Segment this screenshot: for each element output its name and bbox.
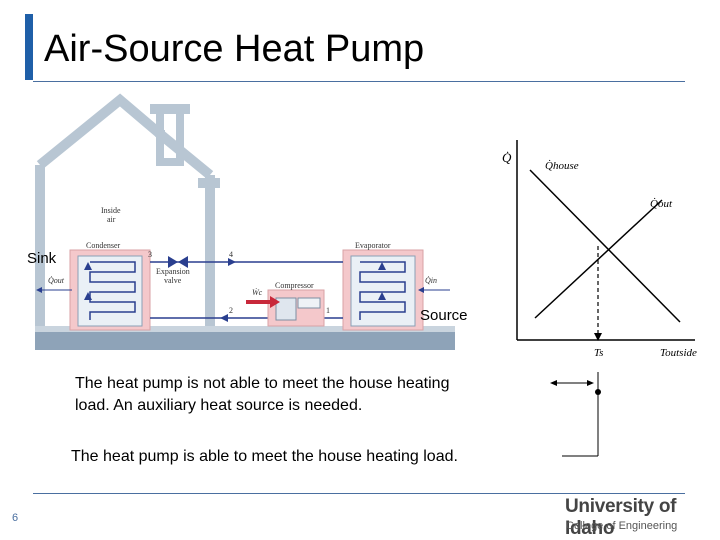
evaporator-label: Evaporator [355,241,391,250]
condenser-label: Condenser [86,241,121,250]
text-line-3: The heat pump is able to meet the house … [71,448,458,465]
graph-axes [516,140,695,341]
compressor-label: Compressor [275,281,314,290]
text-line-2: load. An auxiliary heat source is needed… [75,397,363,414]
q-house-line [529,169,681,323]
inside-air-label-2: air [107,215,116,224]
university-logo-text: University of Idaho [565,496,677,539]
graph-y-axis-label: Q̇ [502,150,512,165]
work-arrow-icon [270,296,280,308]
ground [35,332,455,350]
source-label: Source [420,307,468,324]
expansion-valve-label-1: Expansion [156,267,190,276]
slide-title: Air-Source Heat Pump [44,28,425,70]
state-1-label: 1 [326,306,330,315]
inside-air-label-1: Inside [101,206,121,215]
state-4-label: 4 [229,250,233,259]
q-out-line [534,199,663,319]
q-in-label: Q̇in [425,276,437,285]
ts-axis-label: Ts [594,347,604,359]
t-outside-axis-label: Toutside [660,347,697,359]
text-line-1: The heat pump is not able to meet the ho… [75,375,450,392]
w-c-label: Ẇc [252,288,263,297]
college-logo-text: College of Engineering [566,520,678,532]
q-house-graph-label: Q̇house [545,160,579,172]
state-3-label: 3 [148,250,152,259]
footer-divider [33,493,685,494]
q-out-label: Q̇out [48,276,64,285]
evaporator-coil [359,261,406,320]
expansion-valve [168,256,178,268]
sink-label: Sink [27,250,57,267]
expansion-valve-label-2: valve [164,276,182,285]
q-out-arrow-icon [36,287,42,293]
q-in-arrow-icon [418,287,424,293]
title-divider [33,81,685,82]
state-2-label: 2 [229,306,233,315]
page-number: 6 [12,512,19,524]
condenser-coil [89,261,136,320]
title-accent-bar [25,14,33,80]
q-out-graph-label: Q̇out [650,198,672,210]
